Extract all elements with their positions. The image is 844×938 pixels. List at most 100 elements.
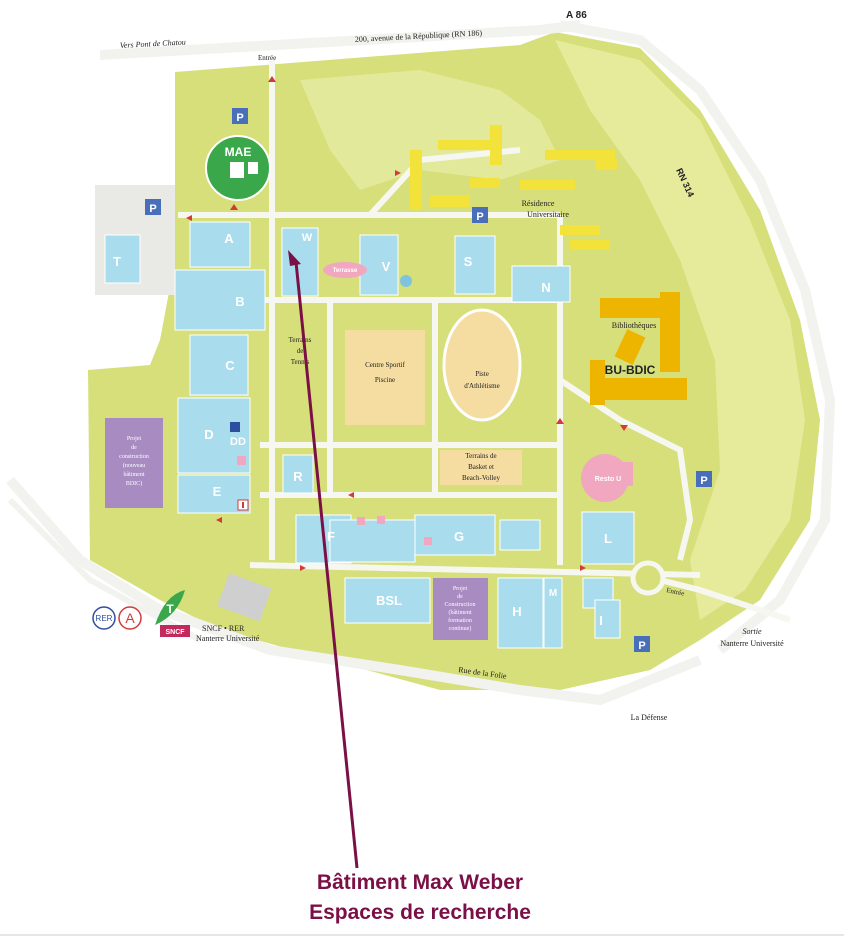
svg-text:BDIC): BDIC) <box>126 480 142 487</box>
bibliotheque-buildings <box>590 292 687 405</box>
building-c: C <box>225 358 235 373</box>
resto-u-building <box>588 462 633 486</box>
basket-area <box>440 450 522 485</box>
svg-text:Terrains de: Terrains de <box>465 452 496 460</box>
building-e: E <box>213 484 222 499</box>
mae-building-2 <box>248 162 258 174</box>
svg-text:d'Athlétisme: d'Athlétisme <box>464 382 499 390</box>
building-v: V <box>382 259 391 274</box>
terrasse-label: Terrasse <box>333 268 358 274</box>
pool-v <box>400 275 412 287</box>
projet-bottom <box>433 578 488 640</box>
building-f: F <box>327 529 335 544</box>
svg-text:Beach-Volley: Beach-Volley <box>462 474 500 482</box>
building-d: D <box>204 427 213 442</box>
residence-label-1: Résidence <box>522 199 555 208</box>
svg-text:P: P <box>236 112 243 124</box>
building-t: T <box>113 254 121 269</box>
svg-text:continue): continue) <box>449 625 472 632</box>
building-g: G <box>454 529 464 544</box>
svg-text:(bâtiment: (bâtiment <box>449 609 472 616</box>
road-a86 <box>559 20 836 654</box>
building-h: H <box>512 604 521 619</box>
projet-bottom-text: Projet de Construction (bâtiment formati… <box>445 586 476 632</box>
centre-sportif <box>345 330 425 425</box>
svg-text:Terrains: Terrains <box>289 336 312 344</box>
bu-bdic-label: BU-BDIC <box>605 363 656 377</box>
road-label-chatou: Vers Pont de Chatou <box>120 38 186 50</box>
svg-text:Piste: Piste <box>475 370 489 378</box>
building-r: R <box>293 469 303 484</box>
rer-logo-text: RER <box>96 614 113 623</box>
building-a: A <box>224 231 234 246</box>
roundabout <box>630 560 666 596</box>
pink-marker-1 <box>357 517 365 525</box>
line-a-icon <box>118 606 142 630</box>
parking-lot-sncf <box>217 573 272 622</box>
sncf-label-2: Nanterre Université <box>196 634 260 643</box>
pointer-arrow-line <box>294 261 359 869</box>
svg-text:Tennis: Tennis <box>291 358 310 366</box>
mae-building-1 <box>230 162 244 178</box>
sortie-label-2: Nanterre Université <box>720 639 784 648</box>
tram-t-icon <box>155 590 185 625</box>
building-s: S <box>464 254 473 269</box>
caption: Bâtiment Max Weber Espaces de recherche <box>200 868 640 928</box>
mae-label: MAE <box>225 145 252 159</box>
bibliotheques-label: Bibliothèques <box>612 321 656 330</box>
sncf-logo-text: SNCF <box>165 629 185 636</box>
road-label-entree-top: Entrée <box>258 54 276 62</box>
residence-label-2: Universitaire <box>527 210 569 219</box>
medical-cross-bar <box>242 502 244 508</box>
svg-text:P: P <box>476 211 483 223</box>
svg-text:bâtiment: bâtiment <box>124 472 145 478</box>
accessible-icon <box>230 422 240 432</box>
svg-text:de: de <box>131 445 137 451</box>
building-bsl: BSL <box>376 593 402 608</box>
svg-text:P: P <box>638 640 645 652</box>
piste-athletisme <box>442 308 522 422</box>
projet-left <box>105 418 163 508</box>
building-n: N <box>541 280 550 295</box>
road-label-a86: A 86 <box>566 10 587 21</box>
svg-text:P: P <box>700 475 707 487</box>
projet-left-text: Projet de construction (nouveau bâtiment… <box>119 436 149 487</box>
svg-text:Basket et: Basket et <box>468 463 494 471</box>
svg-text:formation: formation <box>448 617 472 624</box>
buildings-left <box>104 221 635 649</box>
building-m: M <box>549 588 557 599</box>
resto-u-label: Resto U <box>595 476 621 483</box>
svg-text:(nouveau: (nouveau <box>123 462 145 469</box>
caption-line-2: Espaces de recherche <box>309 901 531 924</box>
caption-line-1: Bâtiment Max Weber <box>316 871 524 894</box>
svg-text:Construction: Construction <box>445 602 476 608</box>
terrasse <box>323 262 367 278</box>
campus-grass-light <box>555 40 805 620</box>
sncf-logo-icon <box>160 625 190 637</box>
building-i: I <box>599 613 603 628</box>
rer-logo-icon <box>92 606 116 630</box>
svg-text:Projet: Projet <box>453 586 468 592</box>
sport-labels: Terrains de Tennis Centre Sportif Piscin… <box>289 336 501 482</box>
tennis-area <box>280 330 325 440</box>
building-l: L <box>604 531 612 546</box>
inner-roads <box>178 60 791 623</box>
parking-signs: P P P P P <box>145 108 712 652</box>
svg-text:de: de <box>297 347 304 355</box>
pink-marker-2 <box>377 516 385 524</box>
svg-text:Piscine: Piscine <box>375 376 395 384</box>
tram-t-text: T <box>166 602 174 616</box>
pink-marker-3 <box>424 537 432 545</box>
building-labels: A B C D DD E T W V S N R F G BSL H M L I <box>113 231 612 628</box>
road-label-entree-right: Entrée <box>666 586 686 598</box>
sortie-label-1: Sortie <box>742 627 762 636</box>
la-defense-label: La Défense <box>631 713 668 722</box>
svg-text:de: de <box>457 594 463 600</box>
sncf-label-1: SNCF • RER <box>202 624 245 633</box>
svg-text:Centre Sportif: Centre Sportif <box>365 361 406 369</box>
bottom-rule <box>0 934 844 936</box>
svg-text:Projet: Projet <box>127 436 142 442</box>
building-dd: DD <box>230 436 246 448</box>
pointer-arrow-head <box>288 250 301 266</box>
